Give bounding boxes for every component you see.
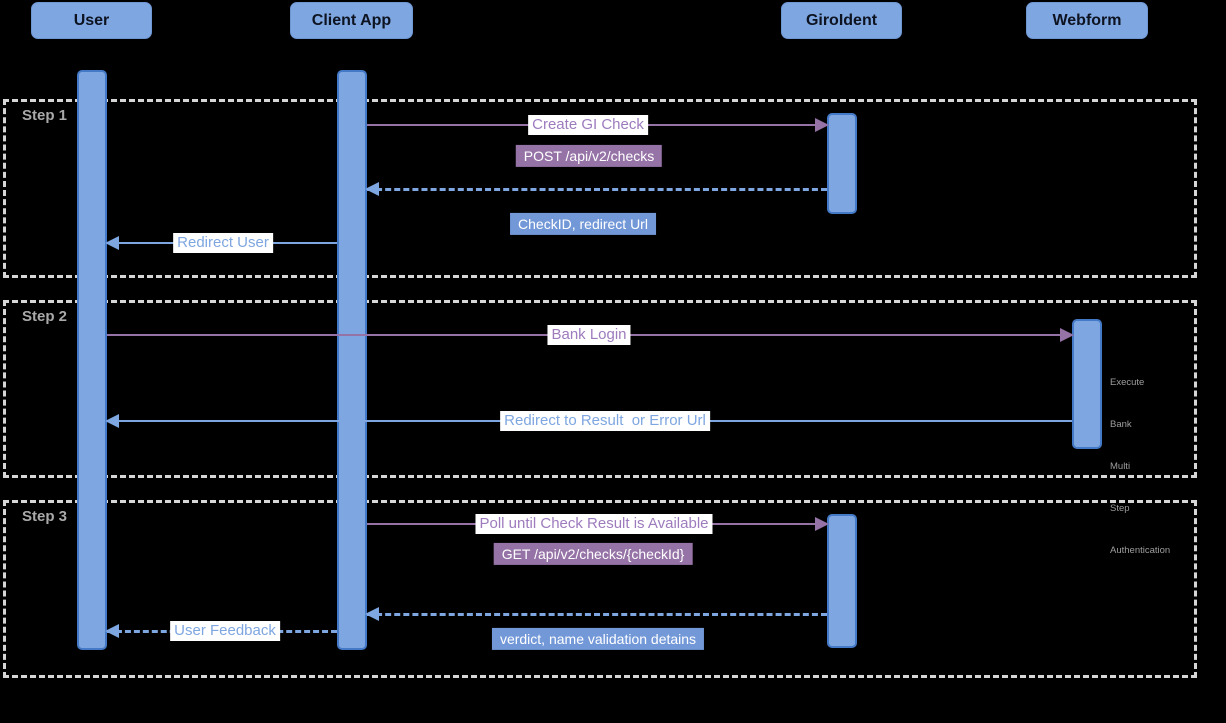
message-label-poll-check: Poll until Check Result is Available — [475, 514, 713, 534]
arrowhead-right-icon — [815, 517, 829, 531]
step-frame-3: Step 3 — [3, 500, 1197, 678]
step-frame-1: Step 1 — [3, 99, 1197, 278]
step-frame-2: Step 2 — [3, 300, 1197, 478]
message-badge-post-endpoint: POST /api/v2/checks — [515, 144, 663, 168]
actor-header-giroident: GiroIdent — [781, 2, 902, 39]
webform-note: Execute Bank Multi Step Authentication — [1110, 348, 1170, 586]
message-label-redirect-result: Redirect to Result or Error Url — [500, 411, 710, 431]
actor-header-webform: Webform — [1026, 2, 1148, 39]
arrowhead-right-icon — [815, 118, 829, 132]
arrow-checkid-return — [365, 182, 827, 196]
activation-bar-giroident-step1 — [827, 113, 857, 214]
actor-header-user: User — [31, 2, 152, 39]
note-line: Bank — [1110, 419, 1132, 430]
actor-header-client-app: Client App — [290, 2, 413, 39]
note-line: Execute — [1110, 377, 1145, 388]
message-label-redirect-user: Redirect User — [173, 233, 273, 253]
activation-bar-user — [77, 70, 107, 650]
arrowhead-right-icon — [1060, 328, 1074, 342]
actor-label-giroident: GiroIdent — [805, 11, 878, 29]
step-label-3: Step 3 — [22, 508, 68, 525]
note-line: Authentication — [1110, 545, 1171, 556]
step-label-2: Step 2 — [22, 308, 68, 325]
arrow-verdict-return — [365, 607, 827, 621]
actor-label-client-app: Client App — [311, 11, 392, 29]
message-label-create-check: Create GI Check — [528, 115, 648, 135]
note-line: Multi — [1110, 461, 1131, 472]
message-badge-get-endpoint: GET /api/v2/checks/{checkId} — [493, 542, 693, 566]
arrowhead-left-icon — [105, 414, 119, 428]
actor-label-webform: Webform — [1052, 11, 1122, 29]
message-label-bank-login: Bank Login — [547, 325, 631, 345]
activation-bar-giroident-step3 — [827, 514, 857, 648]
activation-bar-client-app — [337, 70, 367, 650]
activation-bar-webform-step2 — [1072, 319, 1102, 449]
note-line: Step — [1110, 503, 1130, 514]
arrowhead-left-icon — [365, 182, 379, 196]
arrowhead-left-icon — [365, 607, 379, 621]
message-badge-verdict-return: verdict, name validation detains — [491, 627, 705, 651]
arrowhead-left-icon — [105, 624, 119, 638]
step-label-1: Step 1 — [22, 107, 68, 124]
message-badge-checkid-return: CheckID, redirect Url — [510, 212, 656, 236]
actor-label-user: User — [73, 11, 110, 29]
message-label-user-feedback: User Feedback — [170, 621, 280, 641]
arrowhead-left-icon — [105, 236, 119, 250]
